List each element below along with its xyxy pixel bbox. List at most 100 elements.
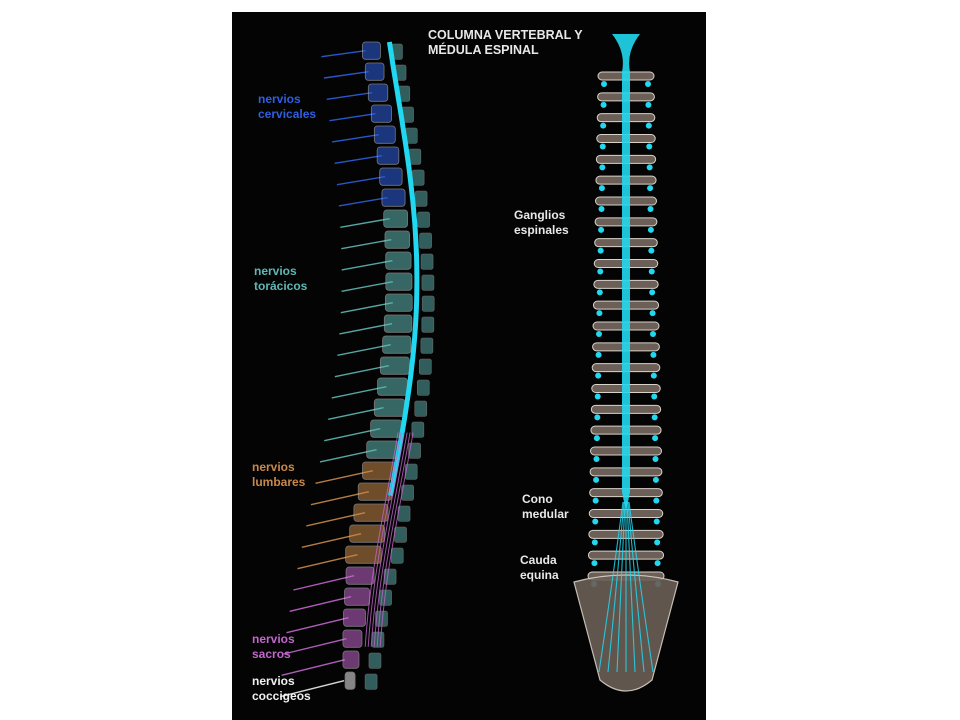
- spinal-ganglion-left: [592, 518, 599, 525]
- sacral-nerve-root: [281, 658, 346, 677]
- thoracic-nerve-root: [334, 364, 389, 378]
- spinal-ganglion-right: [653, 497, 660, 504]
- thoracic-spinous-process: [419, 358, 432, 375]
- lumbar-vertebra: [345, 545, 382, 564]
- spinal-ganglion-left: [596, 331, 602, 337]
- lumbar-vertebra: [349, 524, 385, 543]
- sacral-vertebra: [343, 608, 366, 627]
- label-thoracic-nerves: nervios torácicos: [254, 264, 308, 293]
- cervical-nerve-root: [321, 49, 366, 58]
- thoracic-spinous-process: [421, 274, 435, 291]
- spinal-ganglion-left: [592, 497, 599, 504]
- spinal-ganglion-right: [647, 206, 654, 212]
- thoracic-nerve-root: [341, 280, 394, 293]
- spinal-ganglion-left: [597, 268, 604, 275]
- cervical-vertebra: [379, 167, 403, 186]
- label-sacral-nerves: nervios sacros: [252, 632, 295, 661]
- thoracic-spinous-process: [417, 211, 430, 228]
- cauda-nerve-side: [373, 432, 408, 647]
- diagram-title: COLUMNA VERTEBRAL Y MÉDULA ESPINAL: [428, 28, 583, 57]
- spinal-ganglion-left: [598, 185, 605, 192]
- spinal-ganglion-right: [645, 122, 652, 129]
- spinal-ganglion-left: [595, 372, 602, 379]
- spinal-ganglion-right: [652, 435, 659, 442]
- cervical-vertebra: [376, 146, 400, 165]
- spinal-ganglion-right: [653, 518, 660, 525]
- thoracic-vertebra: [385, 251, 412, 270]
- cauda-nerve-side: [376, 432, 411, 647]
- spinal-ganglion-right: [646, 143, 653, 150]
- thoracic-nerve-root: [340, 301, 393, 314]
- label-cauda-equina: Cauda equina: [520, 553, 559, 582]
- thoracic-spinous-process: [414, 400, 428, 417]
- thoracic-spinous-process: [421, 295, 435, 312]
- spinal-ganglion-left: [595, 351, 602, 358]
- cauda-equina-strand: [627, 501, 645, 673]
- spinal-cord-side: [386, 41, 420, 497]
- spinal-ganglion-left: [599, 143, 606, 150]
- cauda-equina-strand: [628, 501, 654, 673]
- cervical-nerve-root: [332, 133, 379, 143]
- cervical-vertebra: [370, 104, 392, 123]
- side-view-spine: [279, 41, 435, 698]
- thoracic-nerve-root: [340, 217, 390, 229]
- label-coccygeal-nerves: nervios coccigeos: [252, 674, 311, 703]
- thoracic-spinous-process: [420, 253, 434, 270]
- sacral-nerve-root: [286, 616, 349, 634]
- spinal-ganglion-left: [591, 560, 598, 567]
- thoracic-nerve-root: [337, 343, 391, 357]
- spinal-ganglion-left: [597, 247, 604, 254]
- spinal-ganglion-right: [650, 372, 657, 379]
- cervical-nerve-root: [338, 196, 388, 207]
- front-view-spine: [573, 34, 679, 692]
- thoracic-spinous-process: [420, 337, 434, 354]
- sacral-spinous-process: [368, 652, 382, 669]
- sacral-vertebra: [342, 629, 363, 648]
- cauda-equina-strand: [626, 501, 636, 673]
- spinal-ganglion-left: [593, 476, 600, 483]
- spinal-ganglion-left: [601, 81, 607, 87]
- spinal-ganglion-right: [648, 247, 655, 254]
- cauda-nerve-side: [364, 432, 399, 647]
- cervical-vertebra: [364, 62, 385, 81]
- thoracic-spinous-process: [416, 379, 430, 396]
- lumbar-spinous-process: [390, 547, 404, 564]
- spinal-ganglion-right: [650, 351, 657, 358]
- spinal-ganglion-right: [648, 268, 655, 275]
- cervical-nerve-root: [323, 70, 369, 79]
- sacral-nerve-root: [289, 595, 352, 613]
- thoracic-vertebra: [384, 293, 413, 312]
- cauda-equina-strand: [616, 501, 626, 673]
- thoracic-nerve-root: [341, 259, 393, 271]
- thoracic-vertebra: [384, 230, 410, 249]
- spinal-cord-front: [612, 34, 640, 512]
- lumbar-spinous-process: [404, 463, 418, 480]
- coccygeal-spinous-process: [364, 673, 378, 690]
- spinal-ganglion-right: [647, 226, 654, 233]
- cervical-nerve-root: [336, 175, 386, 186]
- sacral-nerve-root: [293, 574, 355, 591]
- spinal-ganglion-left: [594, 393, 601, 400]
- spinal-ganglion-left: [600, 101, 607, 108]
- spinal-ganglion-right: [646, 164, 653, 171]
- spinal-ganglion-left: [591, 539, 598, 546]
- lumbar-spinous-process: [394, 526, 407, 543]
- thoracic-spinous-process: [411, 421, 425, 438]
- thoracic-vertebra: [383, 314, 413, 333]
- thoracic-vertebra: [370, 419, 403, 438]
- cauda-equina-strand: [598, 501, 624, 673]
- sacral-nerve-root: [283, 637, 347, 655]
- spinal-ganglion-right: [652, 476, 659, 483]
- spinal-ganglion-left: [598, 206, 605, 212]
- thoracic-vertebra: [377, 377, 408, 396]
- thoracic-vertebra: [373, 398, 406, 417]
- thoracic-spinous-process: [421, 316, 435, 333]
- thoracic-vertebra: [383, 209, 408, 228]
- lumbar-vertebra: [353, 503, 389, 522]
- spinal-ganglion-right: [652, 456, 659, 462]
- spinal-ganglion-right: [649, 310, 656, 317]
- spinal-ganglion-right: [647, 185, 654, 192]
- label-spinal-ganglia: Ganglios espinales: [514, 208, 569, 237]
- cervical-vertebra: [381, 188, 406, 207]
- spinal-ganglion-right: [654, 560, 661, 567]
